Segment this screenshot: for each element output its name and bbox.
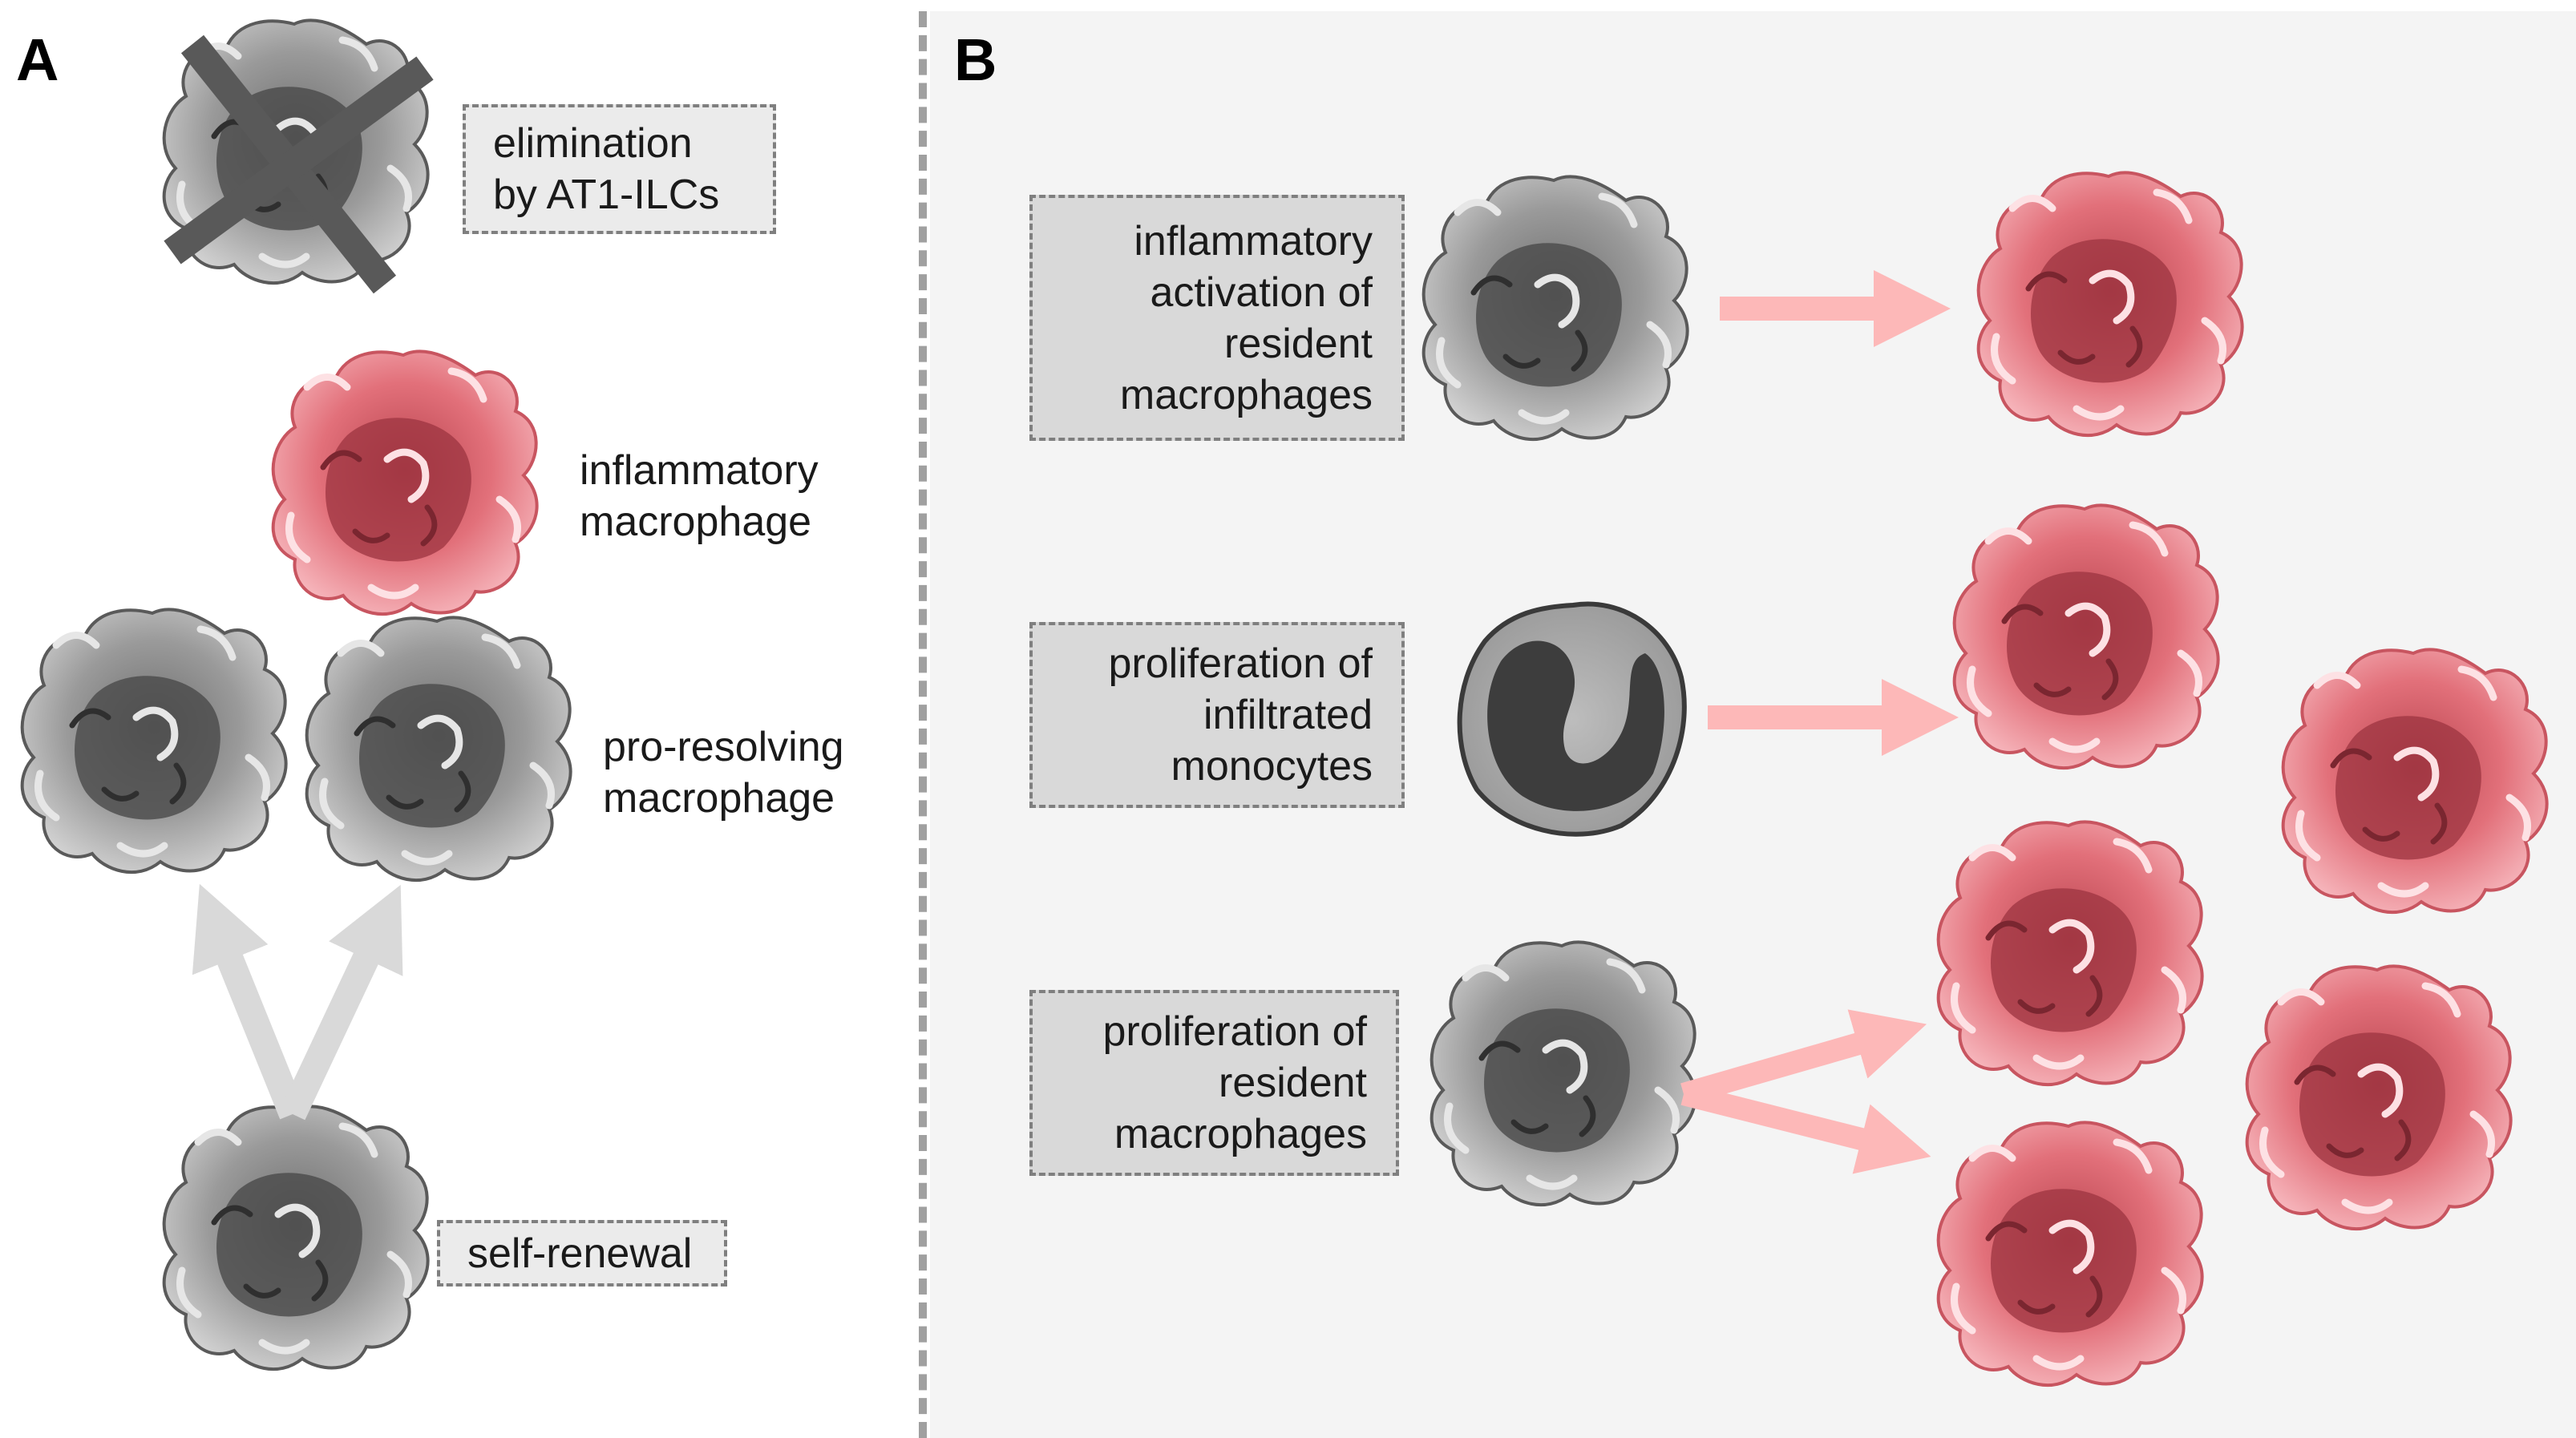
inflammatory-macrophage-label: inflammatory macrophage [580, 447, 819, 545]
self-renewing-macrophage-cell [164, 1106, 428, 1369]
pro-resolving-macrophage-cell-right [307, 617, 571, 880]
resident-macrophage-cell-proliferation [1432, 942, 1696, 1205]
infiltrated-monocyte-cell [1460, 604, 1684, 834]
panel-a-letter: A [16, 26, 59, 93]
proliferated-macrophage-cell-2 [1939, 1122, 2202, 1385]
monocytes-box: proliferation of infiltrated monocytes [1029, 622, 1405, 808]
proliferated-macrophage-cell-3 [2247, 966, 2511, 1229]
activated-macrophage-cell [1979, 172, 2242, 435]
monocyte-derived-macrophage-cell-2 [2283, 649, 2547, 912]
self-renewal-text: self-renewal [467, 1230, 693, 1277]
inflammatory-macrophage-cell [273, 351, 537, 614]
monocytes-text: proliferation of infiltrated monocytes [1108, 640, 1373, 790]
monocyte-derived-macrophage-cell-1 [1955, 505, 2218, 768]
proliferated-macrophage-cell-1 [1939, 822, 2202, 1085]
resident-macrophage-cell-activation [1424, 176, 1688, 439]
pro-resolving-macrophage-label: pro-resolving macrophage [603, 724, 844, 822]
self-renewal-arrows [192, 883, 403, 1121]
activation-box: inflammatory activation of resident macr… [1029, 195, 1405, 441]
resident-proliferation-text: proliferation of resident macrophages [1102, 1008, 1367, 1157]
panel-b-letter: B [954, 26, 997, 93]
resident-proliferation-box: proliferation of resident macrophages [1029, 990, 1399, 1176]
elimination-text: elimination by AT1-ILCs [493, 120, 720, 218]
activation-text: inflammatory activation of resident macr… [1119, 217, 1373, 418]
cross-icon [164, 34, 434, 294]
pro-resolving-macrophage-cell-left [22, 609, 286, 872]
panel-divider [919, 11, 927, 1438]
elimination-box: elimination by AT1-ILCs [463, 104, 776, 234]
proliferation-arrows [1680, 1009, 1931, 1174]
self-renewal-box: self-renewal [437, 1220, 727, 1287]
